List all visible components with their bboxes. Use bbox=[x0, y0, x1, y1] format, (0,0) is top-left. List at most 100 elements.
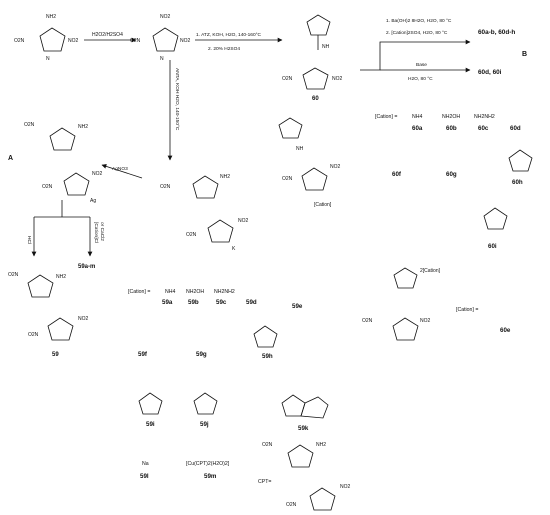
id-60g: 60g bbox=[446, 171, 457, 178]
cation59-a: NH4 bbox=[165, 289, 176, 295]
atom-59-no2a: O2N bbox=[8, 272, 19, 278]
arrow-split-B bbox=[360, 39, 471, 71]
atom-nh-2: N bbox=[160, 56, 164, 62]
cation60-b: NH2OH bbox=[442, 114, 461, 120]
ring-60-tetrazole bbox=[306, 14, 331, 36]
atom-no2-2b: O2N bbox=[130, 38, 141, 44]
product-60: 60 bbox=[312, 96, 319, 102]
reagent-step4-line2: 2. [Cation]2SO4, H2O, 80 °C bbox=[386, 30, 448, 36]
atom-59-no2c: O2N bbox=[28, 332, 39, 338]
product-59am: 59a-m bbox=[78, 264, 95, 270]
id-60e: 60e bbox=[500, 327, 511, 334]
product-60ab-dh: 60a-b, 60d-h bbox=[478, 29, 515, 36]
reagent-hcl: HCl bbox=[26, 236, 32, 244]
ring-K-triazole bbox=[192, 175, 219, 199]
id-59d: 59d bbox=[246, 299, 257, 306]
atom-K-no2b: NO2 bbox=[238, 218, 249, 224]
id-59i: 59i bbox=[146, 421, 155, 428]
ring-59k-b bbox=[300, 396, 329, 419]
cation60e-prefix: [Cation] = bbox=[456, 307, 479, 313]
id-59g: 59g bbox=[196, 351, 207, 358]
route-label-A: A bbox=[8, 155, 13, 162]
cation60-a: NH4 bbox=[412, 114, 423, 120]
atom-nh-1: N bbox=[46, 56, 50, 62]
id-59j: 59j bbox=[200, 421, 209, 428]
ring-mid-pyrazole bbox=[301, 167, 328, 191]
atom-A-no2b: NO2 bbox=[92, 171, 103, 177]
atom-59-no2b: NO2 bbox=[78, 316, 89, 322]
ring-60h bbox=[508, 149, 533, 172]
ring-60i bbox=[483, 207, 508, 230]
id-60c: 60c bbox=[478, 125, 489, 132]
atom-60-nh: NH bbox=[322, 44, 330, 50]
atom-no2-2a: NO2 bbox=[160, 14, 171, 20]
id-60h: 60h bbox=[512, 179, 523, 186]
atom-A-no2a: O2N bbox=[24, 122, 35, 128]
cu-complex: [Cu(CPT)2(H2O)2] bbox=[186, 461, 230, 467]
cation59-c: NH2NH2 bbox=[214, 289, 235, 295]
ring-trinitro-pyrazole bbox=[152, 27, 179, 52]
atom-CPT-no2a: O2N bbox=[262, 442, 273, 448]
atom-A-ag: Ag bbox=[90, 198, 96, 204]
atom-K-k: K bbox=[232, 246, 236, 252]
ring-59-triazole bbox=[27, 274, 54, 298]
product-59: 59 bbox=[52, 352, 59, 358]
id-60f: 60f bbox=[392, 171, 401, 178]
id-60i: 60i bbox=[488, 243, 497, 250]
ring-K-pyrazole bbox=[207, 219, 234, 243]
cation59-prefix: [Cation] = bbox=[128, 289, 151, 295]
reagent-cation-cl: [Cation]Cl bbox=[93, 222, 99, 243]
reagent-step2-line2: 2. 20% H2SO4 bbox=[208, 46, 240, 52]
ring-60e-tetrazole bbox=[393, 267, 418, 289]
ring-mid-tetrazole bbox=[278, 117, 303, 139]
id-60a: 60a bbox=[412, 125, 423, 132]
ring-59-pyrazole bbox=[47, 317, 74, 341]
id-60b: 60b bbox=[446, 125, 457, 132]
ring-CPT-triazole bbox=[287, 444, 314, 468]
reagent-agno3: AgNO3 bbox=[112, 166, 128, 172]
atom-59-nh2: NH2 bbox=[56, 274, 66, 280]
ring-59j bbox=[193, 392, 218, 415]
id-59f: 59f bbox=[138, 351, 147, 358]
atom-A-nh2: NH2 bbox=[78, 124, 88, 130]
atom-CPT-no2b: NO2 bbox=[340, 484, 351, 490]
id-59b: 59b bbox=[188, 299, 199, 306]
atom-60e-no2b: NO2 bbox=[420, 318, 431, 324]
reagent-base-cond: H2O, 80 °C bbox=[408, 76, 433, 82]
cpt-label: CPT= bbox=[258, 479, 272, 485]
atom-A-no2c: O2N bbox=[42, 184, 53, 190]
id-59k: 59k bbox=[298, 425, 309, 432]
id-59l: 59l bbox=[140, 473, 149, 480]
atom-60-no2a: O2N bbox=[282, 76, 293, 82]
id-59m: 59m bbox=[204, 473, 217, 480]
atom-60e-cation: 2[Cation] bbox=[420, 268, 441, 274]
arrow-agno3 bbox=[101, 164, 143, 179]
atom-K-no2c: O2N bbox=[186, 232, 197, 238]
id-59e: 59e bbox=[292, 303, 303, 310]
atom-CPT-no2c: O2N bbox=[286, 502, 297, 508]
ring-A-pyrazole bbox=[63, 172, 90, 196]
na-label: Na bbox=[142, 461, 149, 467]
atom-mid-cation: [Cation] bbox=[314, 202, 332, 208]
ring-59k-a bbox=[281, 394, 306, 417]
cation59-b: NH2OH bbox=[186, 289, 205, 295]
ring-59h bbox=[253, 325, 278, 348]
ring-59i bbox=[138, 392, 163, 415]
cation60-c: NH2NH2 bbox=[474, 114, 495, 120]
atom-K-no2a: O2N bbox=[160, 184, 171, 190]
atom-mid-no2b: NO2 bbox=[330, 164, 341, 170]
reagent-step1: H2O2/H2SO4 bbox=[92, 32, 123, 38]
cation60-prefix: [Cation] = bbox=[375, 114, 398, 120]
atom-K-nh2: NH2 bbox=[220, 174, 230, 180]
ring-A-triazole bbox=[49, 127, 76, 151]
id-60d: 60d bbox=[510, 125, 521, 132]
ring-60e-pyrazole bbox=[392, 317, 419, 341]
ring-start-pyrazole bbox=[39, 27, 66, 52]
reagent-base: Base bbox=[416, 62, 427, 68]
reagent-step3: ANTA, KOH H2O, 140-150°C bbox=[174, 68, 180, 131]
id-59c: 59c bbox=[216, 299, 227, 306]
atom-nh2-1: NH2 bbox=[46, 14, 56, 20]
atom-no2-2c: NO2 bbox=[180, 38, 191, 44]
id-59h: 59h bbox=[262, 353, 273, 360]
